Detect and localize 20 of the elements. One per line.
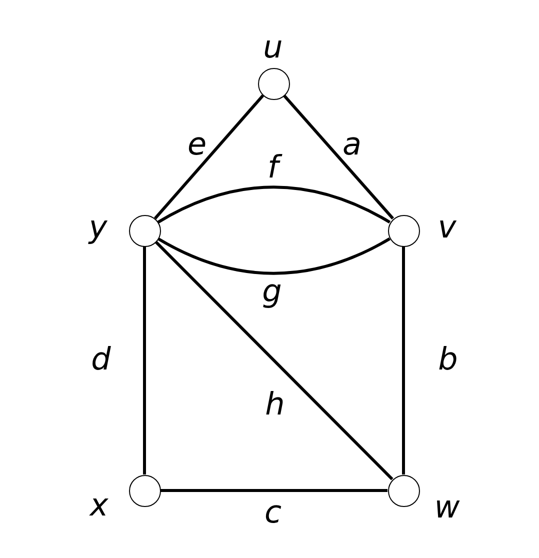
edge-label: a [342,130,362,160]
edge-line [282,94,394,220]
edge-label: h [265,390,285,420]
edge-line [143,246,146,474]
edge-line [154,94,264,220]
vertex-label: u [263,32,283,64]
edge-label: b [438,344,458,376]
edge-line [160,489,388,492]
vertex-label: v [438,212,456,244]
edge-line [154,240,394,480]
edge-line [402,246,405,474]
edge-label: g [262,276,282,308]
edge-label: d [91,344,111,376]
vertex-label: x [90,490,108,522]
edge-line [158,237,390,275]
vertex-label: w [434,492,460,524]
vertex-label: y [88,212,108,244]
edge-label: e [187,130,207,160]
edge-label: c [264,498,282,528]
edge-line [157,186,391,224]
